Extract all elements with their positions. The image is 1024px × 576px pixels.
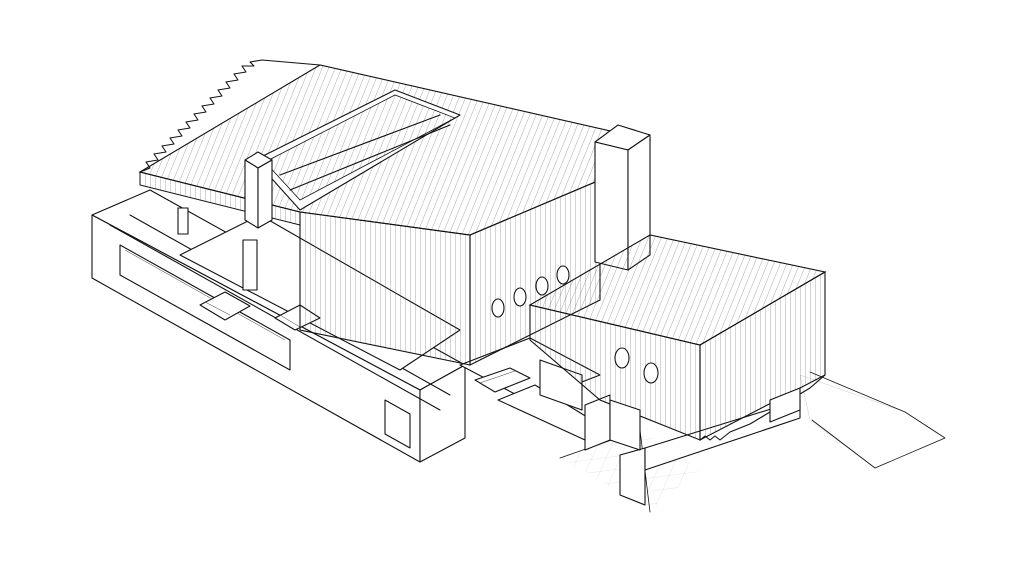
paving-right — [799, 371, 946, 469]
portholes-main — [491, 265, 570, 318]
wing-volume — [529, 271, 826, 441]
portholes-wing — [614, 347, 659, 384]
stair-left — [199, 291, 251, 321]
main-volume — [139, 171, 601, 366]
wing-base — [609, 387, 801, 451]
chimney-left — [244, 151, 273, 229]
